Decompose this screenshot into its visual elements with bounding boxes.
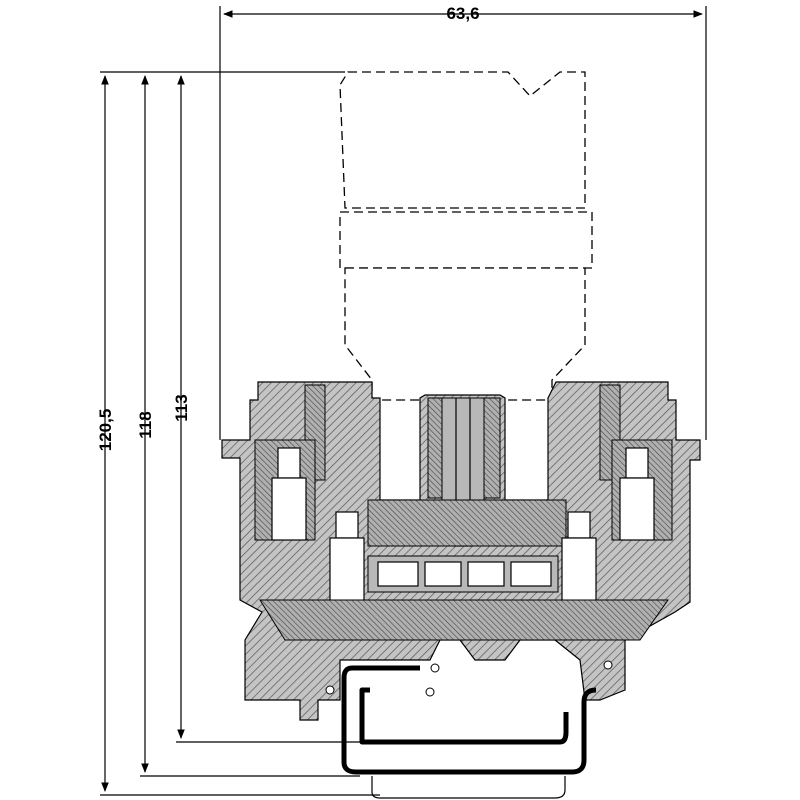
height-mid-label: 118	[136, 411, 155, 438]
left-lower-screw	[335, 511, 359, 539]
right-lower-screw	[567, 511, 591, 539]
bus-chamber-2	[424, 561, 462, 587]
plug-top-dashed	[339, 71, 586, 209]
plug-outline-dashed	[339, 71, 593, 401]
left-upper-clamp	[271, 477, 307, 541]
plug-collar-dashed	[339, 211, 593, 269]
width-dimension-label: 63,6	[446, 4, 479, 23]
bus-chamber-1	[377, 561, 419, 587]
height-dimension-mid: 118	[136, 75, 360, 777]
right-upper-clamp	[619, 477, 655, 541]
foot-hole-right	[603, 660, 613, 670]
terminal-block-housing	[221, 381, 701, 721]
din-rail	[341, 665, 597, 799]
bus-chamber-4	[510, 561, 552, 587]
foot-hole-left	[325, 685, 335, 695]
foot-hole-center	[430, 663, 440, 673]
right-lower-clamp	[561, 537, 597, 605]
left-lower-clamp	[329, 537, 365, 605]
foot-hole-center-lower	[425, 687, 435, 697]
height-dimension-total: 120,5	[96, 71, 380, 796]
height-total-label: 120,5	[96, 409, 115, 452]
right-upper-screw	[625, 447, 649, 479]
left-upper-screw	[277, 447, 301, 479]
bus-bar-upper	[367, 499, 567, 547]
height-dimension-short: 113	[172, 75, 360, 743]
height-short-label: 113	[172, 394, 191, 421]
rail-outer-profile	[341, 665, 597, 775]
bus-chamber-3	[467, 561, 505, 587]
plug-lower-dashed	[344, 267, 586, 401]
rail-inner-profile	[359, 687, 569, 745]
rail-lower-lip	[371, 776, 566, 799]
width-dimension: 63,6	[219, 4, 707, 440]
base-band	[259, 599, 669, 641]
